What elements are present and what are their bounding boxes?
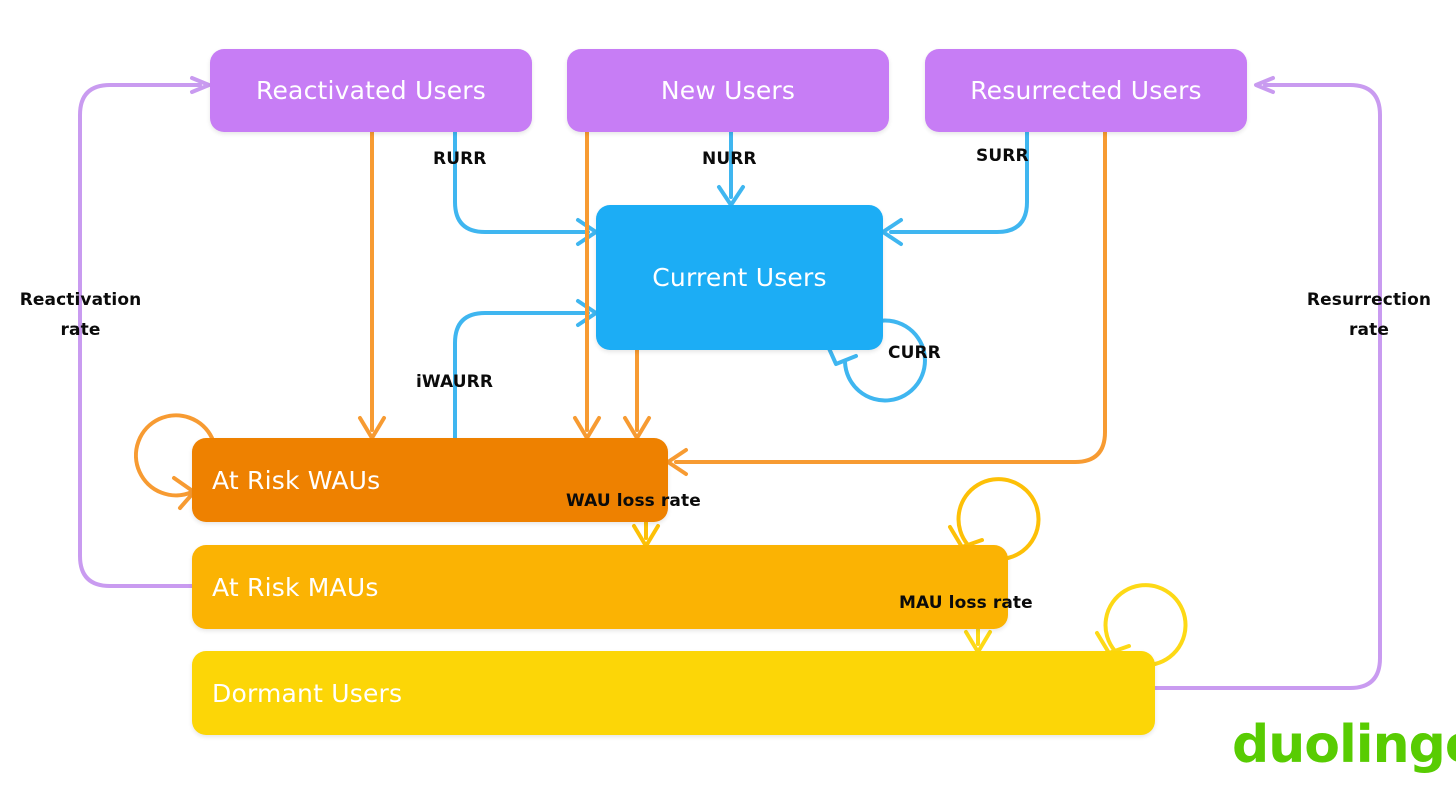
edge-waus-to-maus <box>632 520 660 548</box>
node-at-risk-waus[interactable]: At Risk WAUs <box>192 438 668 522</box>
edge-maus-to-dormant <box>964 627 992 654</box>
node-at-risk-maus[interactable]: At Risk MAUs <box>192 545 1008 629</box>
node-label: Reactivated Users <box>256 76 486 105</box>
node-current-users[interactable]: Current Users <box>596 205 883 350</box>
edge-current-to-waus <box>623 348 651 440</box>
node-label: Dormant Users <box>212 678 403 708</box>
node-new-users[interactable]: New Users <box>567 49 889 132</box>
edge-waus-to-current <box>453 299 598 442</box>
edge-label-reactivation-rate: Reactivation rate <box>19 290 142 340</box>
node-label: New Users <box>660 76 796 105</box>
node-label: Current Users <box>652 263 827 292</box>
node-resurrected-users[interactable]: Resurrected Users <box>925 49 1247 132</box>
node-label: At Risk MAUs <box>212 572 379 602</box>
edge-label-resurrection-rate: Resurrection rate <box>1306 290 1432 340</box>
node-dormant-users[interactable]: Dormant Users <box>192 651 1155 735</box>
node-label: At Risk WAUs <box>212 465 381 495</box>
edge-label-curr: CURR <box>888 343 941 363</box>
edge-label-mau-loss-rate: MAU loss rate <box>899 593 1033 613</box>
edge-label-surr: SURR <box>976 146 1029 166</box>
edge-dormant-to-resurrected <box>1153 76 1382 690</box>
edge-label-rurr: RURR <box>433 149 487 169</box>
edge-label-nurr: NURR <box>702 149 757 169</box>
node-reactivated-users[interactable]: Reactivated Users <box>210 49 532 132</box>
edge-label-wau-loss-rate: WAU loss rate <box>566 491 701 511</box>
edge-label-iwaurr: iWAURR <box>416 372 494 392</box>
duolingo-logo: duolingo <box>1232 715 1456 775</box>
edge-reactivated-to-waus <box>358 130 386 440</box>
node-label: Resurrected Users <box>970 76 1202 105</box>
